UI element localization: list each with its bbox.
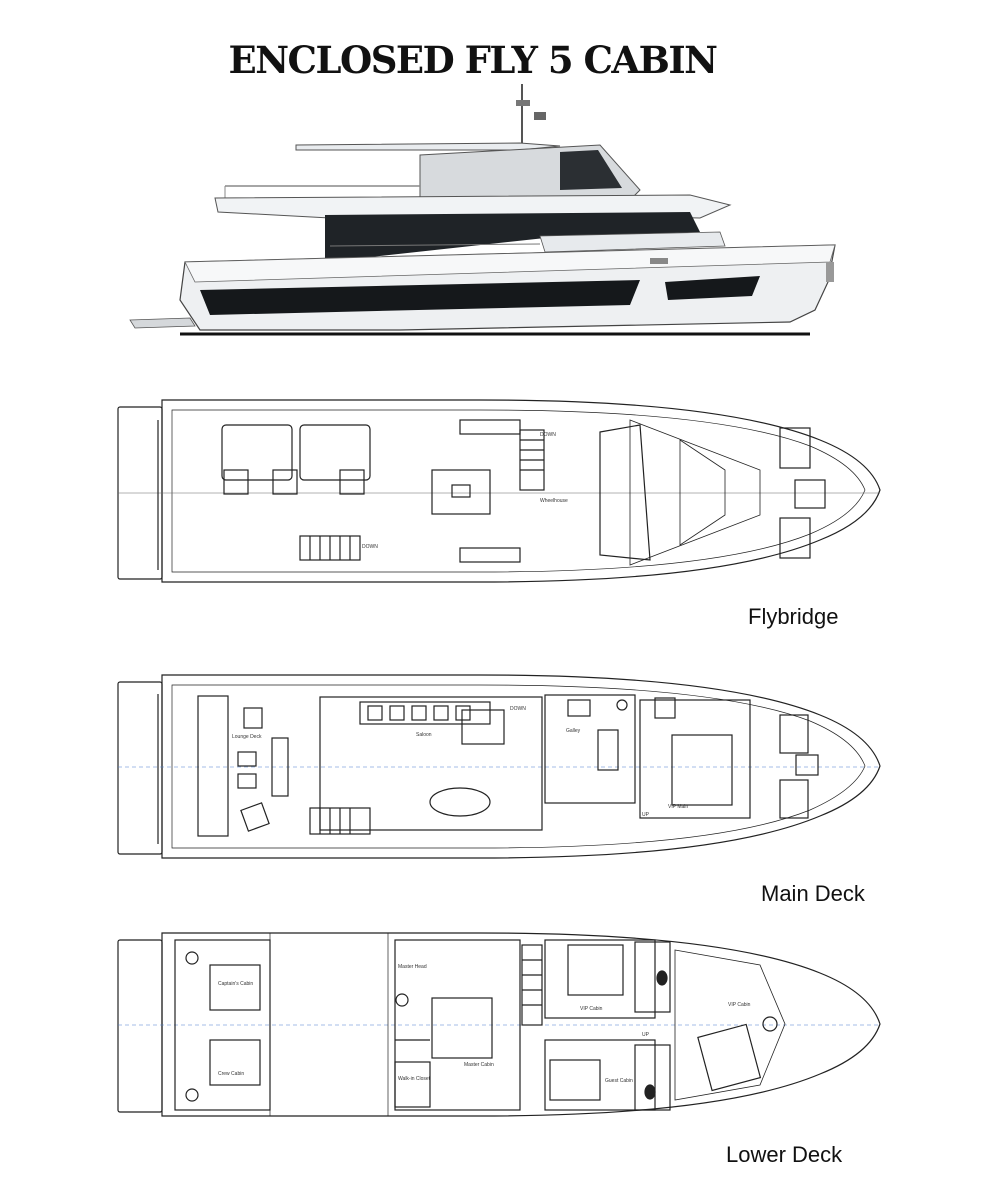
yacht-profile xyxy=(129,84,836,336)
lower-deck-room-label: Crew Cabin xyxy=(218,1071,244,1077)
lower-deck-room-label: Master Cabin xyxy=(464,1062,494,1068)
main-deck-room-label: DOWN xyxy=(510,706,526,712)
main-deck-room-label: Lounge Deck xyxy=(232,734,262,740)
lower-deck-plan xyxy=(117,932,881,1117)
flybridge-label: Flybridge xyxy=(748,604,839,629)
flybridge-room-label: DOWN xyxy=(540,432,556,438)
main-deck-room-label: VIP Main xyxy=(668,804,688,810)
flybridge-room-label: Wheelhouse xyxy=(540,498,568,504)
main-deck-room-label: Saloon xyxy=(416,732,432,738)
flybridge-room-label: DOWN xyxy=(362,544,378,550)
lower-deck-room-label: VIP Cabin xyxy=(580,1006,603,1012)
flybridge-plan xyxy=(117,399,881,583)
lower-deck-room-label: VIP Cabin xyxy=(728,1002,751,1008)
lower-deck-room-label: Walk-in Closet xyxy=(398,1076,431,1082)
main-deck-room-label: Galley xyxy=(566,728,581,734)
page-title: ENCLOSED FLY 5 CABIN xyxy=(228,38,719,82)
lower-deck-room-label: Master Head xyxy=(398,964,427,970)
main-deck-room-label: UP xyxy=(642,812,650,818)
lower-deck-room-label: Guest Cabin xyxy=(605,1078,633,1084)
lower-deck-room-label: Captain's Cabin xyxy=(218,981,253,987)
lower-deck-label: Lower Deck xyxy=(726,1142,843,1167)
lower-deck-room-label: UP xyxy=(642,1032,650,1038)
main-deck-plan xyxy=(117,674,881,859)
main-deck-label: Main Deck xyxy=(761,881,865,906)
